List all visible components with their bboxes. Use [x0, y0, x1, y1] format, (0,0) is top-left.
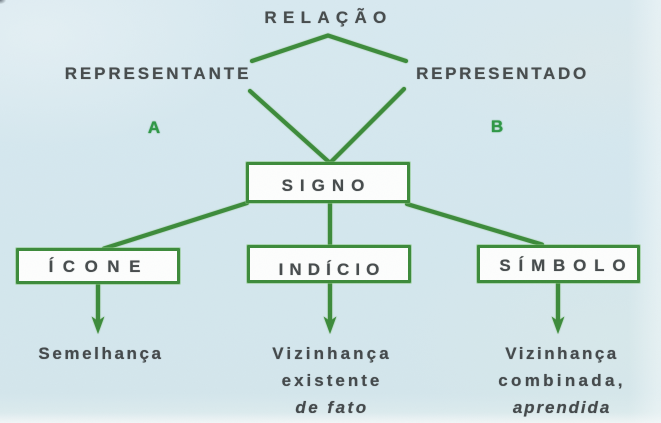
box-signo-label: SIGNO [281, 176, 372, 195]
box-icone: ÍCONE [16, 248, 180, 284]
box-simbolo-label: SÍMBOLO [499, 256, 634, 275]
caption-indicio-line2: existente [281, 371, 383, 390]
node-representado: REPRESENTADO [416, 64, 589, 83]
edge-representado-signo [327, 86, 407, 166]
caption-simbolo-line3: aprendida [512, 398, 612, 417]
box-icone-label: ÍCONE [48, 256, 150, 276]
caption-indicio: Vizinhança existente de fato [272, 340, 392, 421]
edge-relacao-roof [249, 33, 409, 64]
caption-icone-line1: Semelhança [38, 344, 164, 363]
box-signo: SIGNO [246, 162, 410, 203]
caption-simbolo: Vizinhança combinada, aprendida [498, 340, 625, 421]
caption-simbolo-line1: Vizinhança [505, 344, 619, 363]
box-simbolo: SÍMBOLO [477, 245, 640, 283]
caption-indicio-line1: Vizinhança [272, 344, 392, 363]
caption-simbolo-line2: combinada, [498, 371, 626, 390]
box-indicio-label: INDÍCIO [278, 259, 386, 279]
title-relacao: RELAÇÃO [264, 8, 393, 27]
edge-representante-signo [247, 88, 333, 166]
tag-a: A [147, 118, 161, 137]
caption-indicio-line3: de fato [295, 398, 369, 417]
node-representante: REPRESENTANTE [64, 64, 252, 83]
box-indicio: INDÍCIO [247, 245, 411, 283]
tag-b: B [490, 117, 504, 136]
edge-signo-simbolo [404, 201, 545, 247]
caption-icone: Semelhança [38, 340, 163, 367]
edge-signo-icone [101, 200, 250, 251]
scan-corner-mark [0, 0, 6, 4]
